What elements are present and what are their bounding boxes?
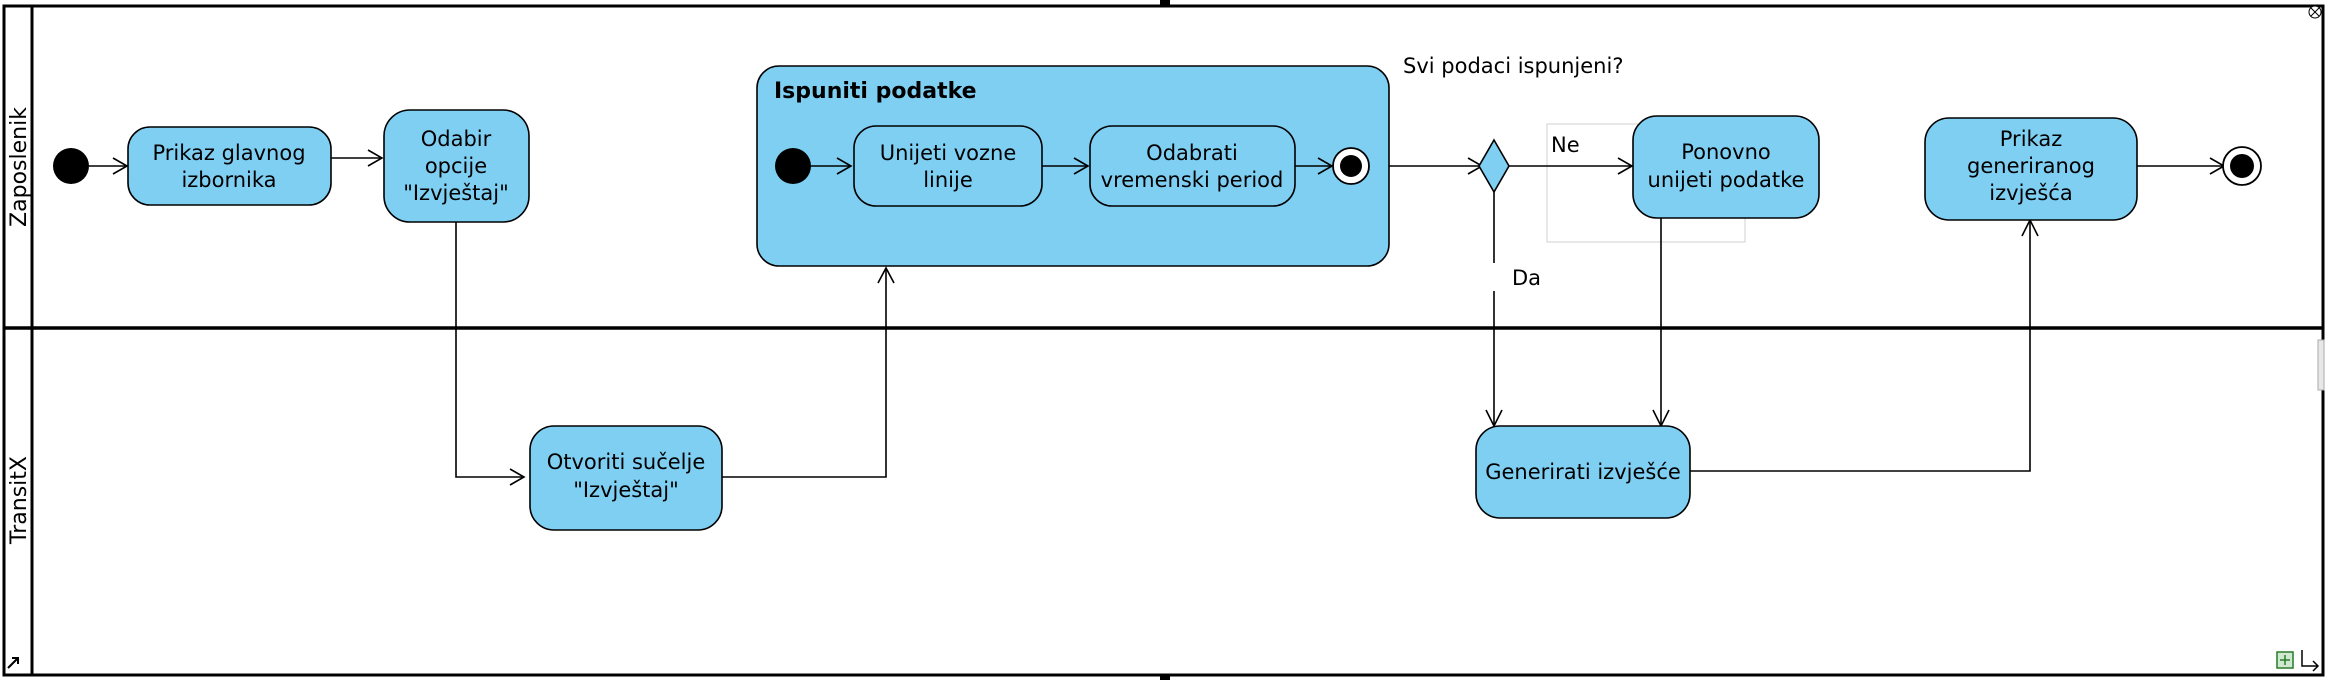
action-ponovno-unijeti-podatke[interactable]: Ponovno unijeti podatke bbox=[1632, 115, 1820, 219]
svg-text:linije: linije bbox=[923, 168, 973, 192]
action-unijeti-vozne-linije[interactable]: Unijeti vozne linije bbox=[853, 125, 1043, 207]
close-icon[interactable] bbox=[2308, 5, 2322, 19]
svg-text:Odabir: Odabir bbox=[421, 127, 492, 151]
svg-text:Prikaz glavnog: Prikaz glavnog bbox=[152, 141, 305, 165]
action-generirati-izvjesce[interactable]: Generirati izvješće bbox=[1475, 425, 1691, 519]
action-odabir-opcije[interactable]: Odabir opcije "Izvještaj" bbox=[383, 109, 530, 223]
svg-text:izbornika: izbornika bbox=[181, 168, 276, 192]
action-prikaz-glavnog-izbornika[interactable]: Prikaz glavnog izbornika bbox=[127, 126, 332, 206]
svg-text:Ponovno: Ponovno bbox=[1681, 140, 1771, 164]
action-prikaz-generiranog-izvjesca[interactable]: Prikaz generiranog izvješća bbox=[1924, 117, 2138, 221]
svg-text:izvješća: izvješća bbox=[1989, 181, 2072, 205]
activity-title: Ispuniti podatke bbox=[774, 79, 977, 104]
svg-text:"Izvještaj": "Izvještaj" bbox=[403, 181, 509, 205]
guard-label-bg bbox=[1488, 263, 1512, 291]
lane-label-zaposlenik: Zaposlenik bbox=[7, 107, 32, 227]
inner-final-node[interactable] bbox=[1332, 147, 1370, 185]
svg-text:Prikaz: Prikaz bbox=[2000, 127, 2062, 151]
svg-text:unijeti podatke: unijeti podatke bbox=[1648, 168, 1805, 192]
svg-text:Odabrati: Odabrati bbox=[1146, 141, 1238, 165]
action-otvoriti-sucelje[interactable]: Otvoriti sučelje "Izvještaj" bbox=[529, 425, 723, 531]
decision-question: Svi podaci ispunjeni? bbox=[1403, 54, 1623, 78]
svg-text:Otvoriti sučelje: Otvoriti sučelje bbox=[547, 450, 706, 474]
inner-initial-node[interactable] bbox=[775, 148, 811, 184]
svg-text:Generirati izvješće: Generirati izvješće bbox=[1485, 460, 1681, 484]
grid-toggle-icon[interactable] bbox=[2276, 651, 2294, 669]
initial-node[interactable] bbox=[53, 148, 89, 184]
svg-text:vremenski period: vremenski period bbox=[1101, 168, 1284, 192]
resize-corner-icon[interactable] bbox=[7, 657, 19, 669]
action-odabrati-vremenski-period[interactable]: Odabrati vremenski period bbox=[1089, 125, 1296, 207]
scrollbar-handle[interactable] bbox=[2317, 339, 2325, 391]
routing-icon[interactable] bbox=[2301, 650, 2320, 672]
svg-text:opcije: opcije bbox=[425, 154, 487, 178]
svg-text:generiranog: generiranog bbox=[1967, 154, 2095, 178]
guard-label-ne: Ne bbox=[1551, 133, 1580, 157]
frame-handle-top[interactable] bbox=[1160, 0, 1170, 6]
svg-text:Unijeti vozne: Unijeti vozne bbox=[880, 141, 1017, 165]
guard-label-da: Da bbox=[1512, 266, 1541, 290]
lane-label-transitx: TransitX bbox=[7, 456, 32, 545]
svg-text:"Izvještaj": "Izvještaj" bbox=[573, 478, 679, 502]
final-node[interactable] bbox=[2222, 146, 2262, 186]
frame-handle-bottom[interactable] bbox=[1160, 674, 1170, 680]
